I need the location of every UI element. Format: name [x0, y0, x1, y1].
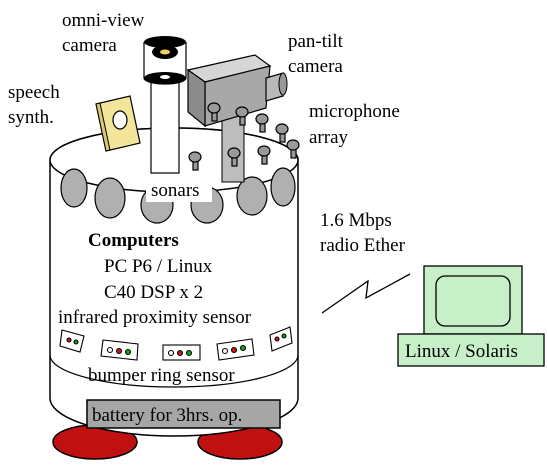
sonar — [270, 167, 296, 207]
microphone-icon — [286, 139, 300, 151]
radio-link-icon — [321, 273, 411, 314]
workstation — [397, 265, 545, 367]
monitor-screen — [435, 275, 511, 327]
infrared-sensor-ring — [59, 326, 293, 361]
sonars-label: sonars — [151, 180, 200, 201]
sonars-label-bg — [146, 175, 212, 202]
microphone-icon — [188, 151, 202, 163]
microphone-icon — [257, 145, 271, 157]
microphone-label-2: array — [309, 127, 349, 148]
infrared-label: infrared proximity sensor — [58, 307, 252, 328]
pantilt-camera — [186, 54, 288, 183]
bumper-label: bumper ring sensor — [88, 365, 235, 386]
sonar-ring — [60, 167, 296, 224]
microphone-array — [188, 102, 300, 171]
pc-label: PC P6 / Linux — [104, 256, 213, 277]
sonar — [94, 177, 126, 219]
pantilt-label-2: camera — [288, 56, 343, 77]
speech-synth — [95, 95, 141, 152]
pantilt-label-1: pan-tilt — [288, 31, 344, 52]
microphone-icon — [275, 123, 289, 135]
microphone-icon — [235, 106, 249, 118]
sonar — [60, 168, 88, 208]
dsp-label: C40 DSP x 2 — [104, 282, 203, 303]
microphone-icon — [227, 147, 241, 159]
battery-label: battery for 3hrs. op. — [92, 405, 242, 426]
computers-label: Computers — [88, 230, 179, 251]
speech-label-2: synth. — [8, 107, 54, 128]
omni-camera-label-2: camera — [62, 35, 117, 56]
battery-box — [86, 399, 281, 429]
radio-label-1: 1.6 Mbps — [320, 210, 392, 231]
bumper-ring-line — [49, 354, 299, 388]
lens-icon — [278, 72, 288, 96]
omni-camera — [143, 36, 187, 174]
radio-label-2: radio Ether — [320, 235, 406, 256]
sonar — [236, 176, 268, 216]
speech-label-1: speech — [8, 82, 60, 103]
microphone-icon — [207, 102, 221, 114]
microphone-icon — [255, 113, 269, 125]
workstation-label: Linux / Solaris — [405, 341, 518, 362]
omni-camera-label-1: omni-view — [62, 10, 145, 31]
microphone-label-1: microphone — [309, 101, 400, 122]
speaker-icon — [112, 110, 128, 130]
